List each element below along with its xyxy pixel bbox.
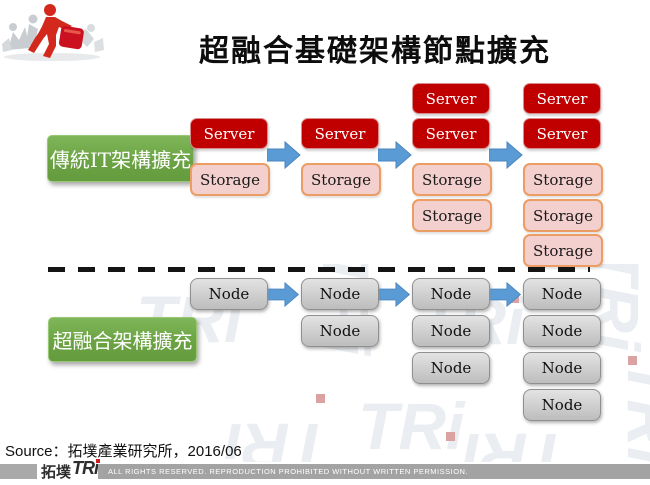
storage-box: Storage [523,234,603,267]
server-box: Server [190,118,268,149]
flow-arrow-icon [379,281,411,308]
tri-figure-logo [2,4,104,61]
svg-text:TRi: TRi [358,389,466,462]
node-box: Node [523,352,601,384]
flow-arrow-icon [378,140,412,170]
storage-box: Storage [412,163,492,196]
footer-logo-block [0,464,37,479]
footer-rights-bar: ALL RIGHTS RESERVED. REPRODUCTION PROHIB… [98,464,650,479]
flow-arrow-icon [267,140,301,170]
traditional-it-label: 傳統IT架構擴充 [47,135,194,182]
svg-text:TRi: TRi [222,410,330,462]
hyperconverged-label: 超融合架構擴充 [48,317,197,362]
source-line: Source：拓墣產業研究所，2016/06 [5,443,242,460]
node-box: Node [301,315,379,347]
server-box: Server [301,118,379,149]
storage-box: Storage [190,163,270,196]
storage-box: Storage [523,199,603,232]
svg-text:TRi: TRi [460,420,568,462]
node-box: Node [301,278,379,310]
node-box: Node [412,315,490,347]
server-box: Server [523,118,601,149]
footer-logo-cn: 拓墣 [41,464,72,481]
footer-logo-red-dot-icon [96,459,100,463]
node-box: Node [412,278,490,310]
flow-arrow-icon [490,281,522,308]
node-box: Node [523,278,601,310]
node-box: Node [523,389,601,421]
node-box: Node [412,352,490,384]
svg-text:TRi: TRi [614,359,650,462]
storage-box: Storage [301,163,381,196]
node-box: Node [190,278,268,310]
storage-box: Storage [523,163,603,196]
flow-arrow-icon [489,140,523,170]
section-divider [48,267,590,272]
server-box: Server [412,83,490,114]
slide-title: 超融合基礎架構節點擴充 [199,34,551,69]
server-box: Server [412,118,490,149]
footer-logo-en: TRi [72,458,99,478]
flow-arrow-icon [268,281,300,308]
storage-box: Storage [412,199,492,232]
node-box: Node [523,315,601,347]
server-box: Server [523,83,601,114]
